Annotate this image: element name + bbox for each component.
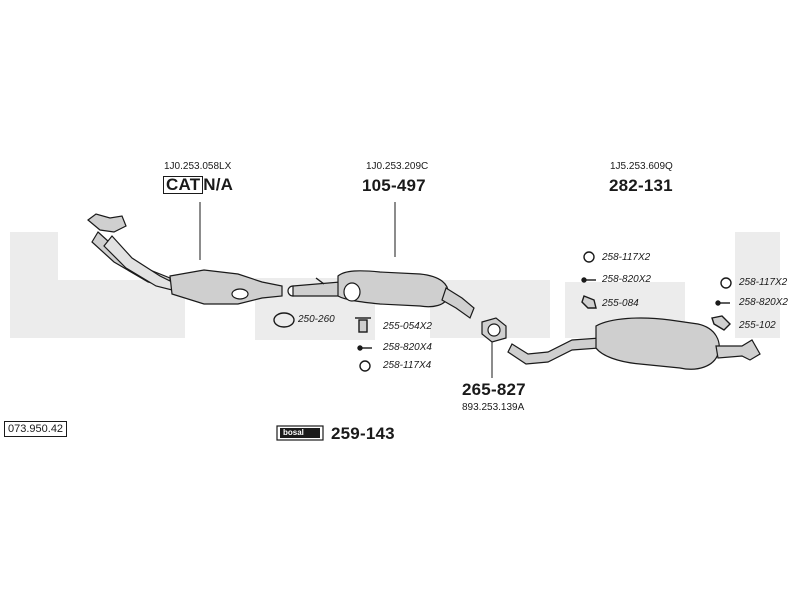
front-pipe-catalyst bbox=[87, 213, 283, 305]
rear-part-number: 282-131 bbox=[609, 176, 673, 195]
cat-box: CAT bbox=[163, 176, 204, 194]
bolt-icon-258-820x2-b bbox=[581, 277, 596, 283]
ring-icon-258-117x2-c bbox=[720, 277, 732, 289]
acc-255-084: 255-084 bbox=[602, 298, 639, 309]
connector-pipe bbox=[481, 317, 507, 343]
mounting-kit-part-number: 259-143 bbox=[331, 424, 395, 443]
hanger-icon-255-102 bbox=[711, 315, 731, 331]
mounting-kit-logo-box bbox=[276, 425, 324, 441]
acc-258-117x4: 258-117X4 bbox=[383, 360, 432, 371]
rear-pipe-muffler bbox=[507, 317, 761, 370]
hanger-icon-255-084 bbox=[581, 295, 597, 309]
acc-258-117x2-c: 258-117X2 bbox=[739, 277, 788, 288]
connector-part-number: 265-827 bbox=[462, 380, 526, 399]
middle-part-number: 105-497 bbox=[362, 176, 426, 195]
acc-250-260: 250-260 bbox=[298, 314, 335, 325]
acc-255-054x2: 255-054X2 bbox=[383, 321, 432, 332]
front-oe-number: 1J0.253.058LX bbox=[164, 161, 232, 172]
connector-oe-number: 893.253.139A bbox=[462, 402, 525, 413]
mounting-kit-logo-text: bosal bbox=[283, 428, 304, 437]
acc-258-117x2-b: 258-117X2 bbox=[602, 252, 651, 263]
acc-255-102: 255-102 bbox=[739, 320, 776, 331]
acc-258-820x2-b: 258-820X2 bbox=[602, 274, 651, 285]
bracket-icon-255-054 bbox=[355, 317, 371, 333]
front-part-number: N/A bbox=[203, 175, 234, 194]
acc-258-820x2-c: 258-820X2 bbox=[739, 297, 788, 308]
bolt-icon-258-820x4 bbox=[357, 345, 372, 351]
rear-oe-number: 1J5.253.609Q bbox=[610, 161, 673, 172]
middle-pipe-muffler bbox=[287, 270, 475, 319]
leader-lines bbox=[199, 202, 493, 378]
middle-oe-number: 1J0.253.209C bbox=[366, 161, 429, 172]
ring-icon-258-117x4 bbox=[359, 360, 371, 372]
ring-icon-258-117x2-b bbox=[583, 251, 595, 263]
acc-258-820x4: 258-820X4 bbox=[383, 342, 432, 353]
bolt-icon-258-820x2-c bbox=[715, 300, 730, 306]
catalog-number: 073.950.42 bbox=[4, 421, 68, 437]
clamp-icon-250-260 bbox=[273, 312, 295, 328]
